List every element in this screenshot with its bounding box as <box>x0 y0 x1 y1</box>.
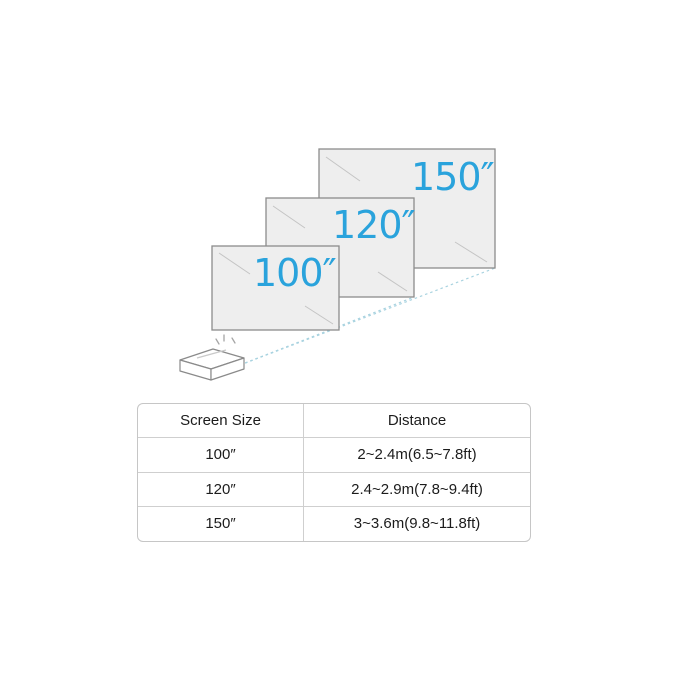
projection-beam-lines <box>239 267 496 366</box>
table-cell-distance: 2~2.4m(6.5~7.8ft) <box>304 438 530 473</box>
throw-distance-table: Screen Size Distance 100″ 2~2.4m(6.5~7.8… <box>137 403 531 542</box>
screen-size-label-100: 100″ <box>253 251 337 295</box>
table-cell-size: 120″ <box>138 472 304 507</box>
screen-100 <box>211 245 340 331</box>
projector-icon <box>179 348 245 381</box>
light-rays-icon <box>215 334 236 345</box>
table-cell-distance: 3~3.6m(9.8~11.8ft) <box>353 515 481 533</box>
table-header-distance: Distance <box>304 404 530 439</box>
screen-size-label-120: 120″ <box>332 203 416 247</box>
table-header-screen-size: Screen Size <box>138 404 304 439</box>
screen-size-label-150: 150″ <box>411 155 495 199</box>
table-cell-distance: 2.4~2.9m(7.8~9.4ft) <box>304 473 530 507</box>
projection-diagram <box>179 148 496 381</box>
table-cell-size: 150″ <box>138 506 304 541</box>
table-cell-size: 100″ <box>138 438 304 473</box>
